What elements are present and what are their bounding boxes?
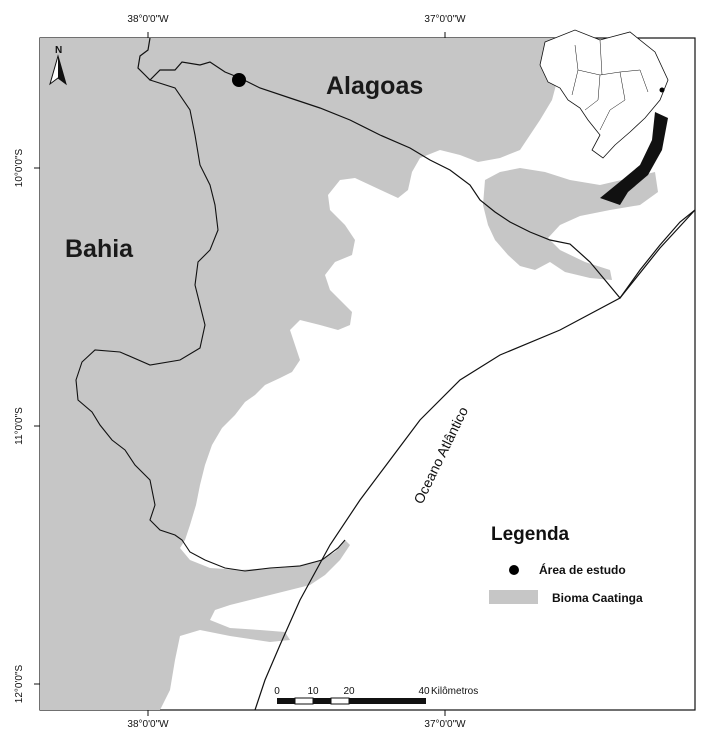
state-border xyxy=(137,37,696,299)
x-tick-top-1: 38°0'0"W xyxy=(127,14,169,25)
curved-arrow-icon xyxy=(600,112,668,205)
inset-map xyxy=(539,29,669,205)
scale-tick-0: 0 xyxy=(274,686,280,697)
brazil-state-lines xyxy=(571,39,649,131)
y-tick-3: 12°0'0"S xyxy=(14,664,25,703)
scale-bar: 0 10 20 40 Kilômetros xyxy=(274,686,478,705)
legend-study-label: Área de estudo xyxy=(539,562,626,577)
inset-location-dot xyxy=(659,87,665,93)
scale-seg-2 xyxy=(294,697,314,705)
legend-title: Legenda xyxy=(491,524,570,545)
north-label: N xyxy=(55,45,62,56)
x-tick-bottom-2: 37°0'0"W xyxy=(424,719,466,730)
scale-seg-3 xyxy=(313,698,331,704)
x-tick-top-2: 37°0'0"W xyxy=(424,14,466,25)
x-tick-bottom-1: 38°0'0"W xyxy=(127,719,169,730)
scale-tick-20: 20 xyxy=(343,686,355,697)
y-tick-1: 10°0'0"S xyxy=(14,148,25,187)
north-arrow-fill xyxy=(58,56,66,84)
scale-unit: Kilômetros xyxy=(431,686,478,697)
scale-tick-40: 40 xyxy=(418,686,430,697)
bahia-sergipe-border xyxy=(75,79,346,572)
tick-marks xyxy=(34,32,446,716)
alagoas-label: Alagoas xyxy=(326,72,423,100)
brazil-locator-map xyxy=(539,29,669,159)
legend-study-symbol xyxy=(509,565,519,575)
scale-tick-10: 10 xyxy=(307,686,319,697)
legend-caatinga-label: Bioma Caatinga xyxy=(552,591,643,605)
north-arrow: N xyxy=(49,45,67,86)
legend: Legenda Área de estudo Bioma Caatinga xyxy=(489,524,643,605)
bahia-label: Bahia xyxy=(65,235,134,263)
legend-caatinga-symbol xyxy=(489,590,538,604)
scale-seg-5 xyxy=(349,698,426,704)
y-tick-2: 11°0'0"S xyxy=(14,407,25,445)
caatinga-region-main xyxy=(40,38,560,710)
study-area-point xyxy=(232,73,246,87)
coastline xyxy=(254,209,696,711)
scale-seg-1 xyxy=(277,698,295,704)
scale-seg-4 xyxy=(330,697,350,705)
